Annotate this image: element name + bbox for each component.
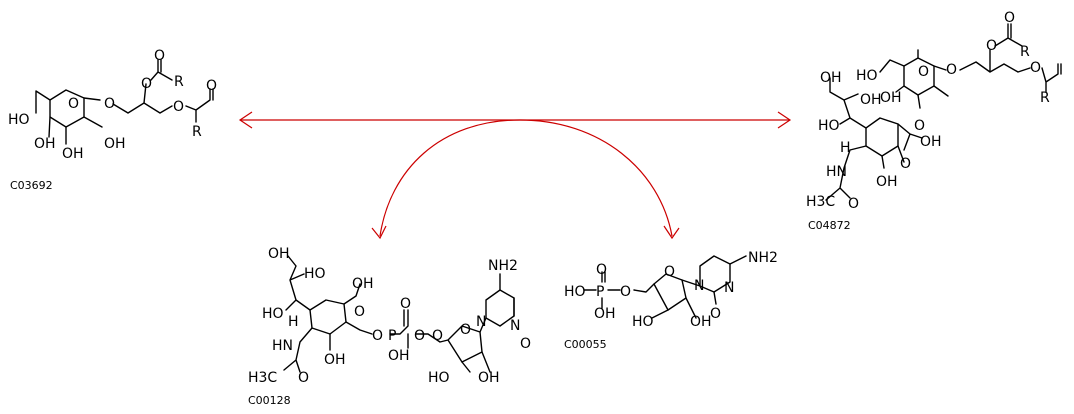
reaction-arrows [238, 111, 792, 240]
c04872-atom-label: R [1040, 90, 1050, 106]
compound-id-label[interactable]: C00055 [564, 338, 607, 351]
c00055-atom-label: O [620, 284, 631, 300]
curved-arrowhead-c00128 [371, 225, 387, 240]
c00128-sialic-ring [309, 299, 347, 335]
c00055-atom-label: O [710, 306, 721, 322]
left-arrowhead [238, 111, 253, 129]
c03692-atom-label: OH [34, 136, 56, 152]
c04872-atom-label: R [1020, 44, 1030, 60]
c04872-substituent-bonds [825, 23, 1062, 201]
compound-id-label[interactable]: C03692 [10, 179, 53, 192]
c04872-atom-label: O [900, 156, 911, 172]
compound-c00128[interactable]: OH HO HO H HN H3C O OH OH O O P O OH O O… [248, 246, 531, 407]
c00128-atom-label: HN [272, 338, 293, 354]
compound-c04872[interactable]: OH HO OH OH HO H HN H3C O OH OH O O O O … [806, 10, 1062, 232]
c04872-atom-label: OH [876, 174, 898, 190]
c04872-atom-label: O [914, 118, 925, 134]
c00128-atom-label: N [476, 314, 486, 330]
c00128-atom-label: OH [352, 276, 374, 292]
c04872-atom-label: O [848, 196, 859, 212]
c03692-substituent-bonds [35, 59, 214, 145]
c00128-atom-label: O [414, 328, 425, 344]
compound-id-label[interactable]: C04872 [808, 219, 851, 232]
c00055-atom-label: O [664, 264, 675, 280]
c00128-atom-label: O [298, 370, 309, 386]
c04872-atom-label: O [1030, 60, 1041, 76]
c04872-atom-label: O [1004, 10, 1015, 26]
c00055-atom-label: O [596, 262, 607, 278]
c00128-atom-label: O [354, 304, 365, 320]
c00128-atom-label: O [432, 328, 443, 344]
c00128-atom-label: HO [304, 266, 326, 282]
c03692-atom-label: O [104, 96, 115, 112]
c03692-atom-label: R [192, 124, 202, 140]
c00128-atom-label: NH2 [488, 258, 518, 274]
c00128-atom-label: O [372, 328, 383, 344]
c03692-atom-label: R [174, 74, 184, 90]
c04872-atom-label: HO [856, 68, 878, 84]
c04872-atom-label: OH [880, 90, 902, 106]
right-arrowhead [777, 111, 792, 129]
c03692-atom-label: O [206, 78, 217, 94]
c00055-atom-label: N [694, 278, 704, 294]
c00055-atom-label: OH [594, 306, 616, 322]
c00055-ribose-ring [653, 273, 687, 311]
c00128-atom-label: HO [262, 306, 284, 322]
curved-arrow-to-c00055[interactable] [519, 119, 673, 237]
c00055-substituent-bonds [583, 255, 747, 319]
c00128-substituent-bonds [283, 255, 515, 373]
c04872-atom-label: H [840, 140, 851, 156]
c00128-atom-label: O [460, 322, 471, 338]
curved-arrow-to-c00128[interactable] [379, 119, 521, 237]
c00128-ribose-ring [447, 325, 483, 363]
c04872-sialic-ring [865, 117, 899, 157]
c00055-atom-label: NH2 [748, 250, 778, 266]
c00055-atom-label: HO [564, 284, 586, 300]
c04872-atom-label: O [918, 64, 929, 80]
c03692-atom-label: OH [62, 146, 84, 162]
c00128-atom-label: H [288, 314, 299, 330]
c00128-atom-label: O [400, 296, 411, 312]
c00055-atom-label: OH [690, 314, 712, 330]
c04872-atom-label: H3C [806, 194, 835, 210]
c04872-atom-label: O [986, 38, 997, 54]
compound-c00055[interactable]: O HO P OH O O HO OH N N NH2 O C00055 [564, 250, 778, 351]
c04872-atom-label: OH [920, 134, 942, 150]
c00128-atom-label: OH [268, 246, 290, 262]
c03692-atom-label: O [68, 96, 79, 112]
compound-c03692[interactable]: HO OH OH OH O O O O O O R R C03692 [8, 48, 217, 192]
c00055-atom-label: N [724, 280, 734, 296]
c00055-atom-label: P [596, 284, 604, 300]
c00055-atom-label: HO [632, 314, 654, 330]
c03692-atom-label: O [141, 76, 152, 92]
c03692-atom-label: HO [8, 112, 30, 128]
curved-arrowhead-c00055 [663, 225, 680, 240]
c00128-atom-label: OH [324, 352, 346, 368]
compound-id-label[interactable]: C00128 [248, 394, 291, 407]
c04872-atom-label: HO [818, 118, 840, 134]
c04872-atom-label: OH [860, 92, 882, 108]
c03692-atom-label: O [154, 48, 165, 64]
c00128-atom-label: OH [478, 370, 500, 386]
c00128-atom-label: N [510, 318, 520, 334]
c00128-atom-label: P [388, 328, 396, 344]
c00128-atom-label: O [520, 336, 531, 352]
c04872-atom-label: O [946, 62, 957, 78]
c04872-atom-label: HN [826, 164, 847, 180]
c00128-atom-label: HO [428, 370, 450, 386]
c04872-atom-label: OH [820, 70, 842, 86]
c03692-atom-label: O [173, 99, 184, 115]
c00128-atom-label: OH [388, 348, 410, 364]
c00128-atom-label: H3C [248, 370, 277, 386]
c03692-atom-label: OH [104, 136, 126, 152]
